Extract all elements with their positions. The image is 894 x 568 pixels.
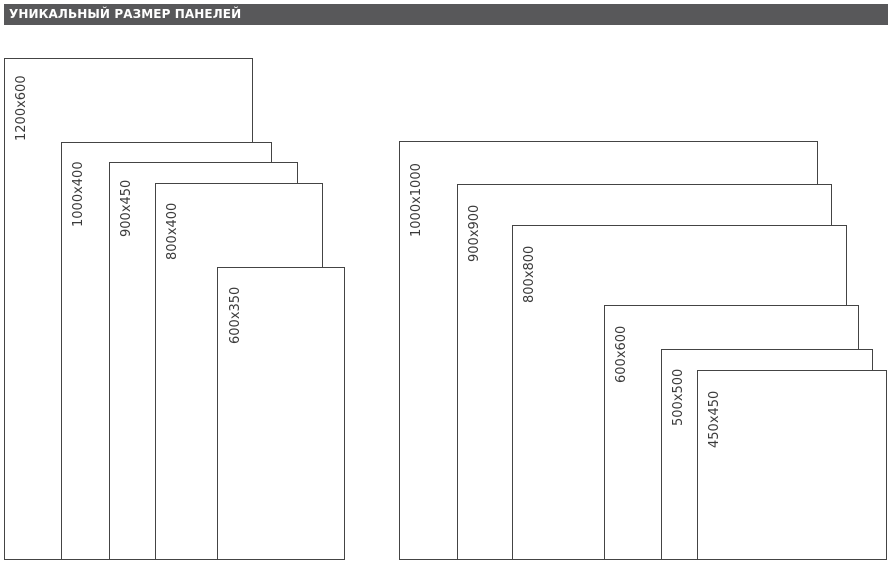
panel-450x450: 450x450 [697, 370, 887, 560]
panel-size-label: 900x900 [467, 204, 482, 262]
panel-size-label: 600x600 [614, 325, 629, 383]
panel-size-label: 800x800 [522, 245, 537, 303]
header-bar: УНИКАЛЬНЫЙ РАЗМЕР ПАНЕЛЕЙ [4, 4, 888, 25]
panel-size-label: 800x400 [165, 202, 180, 260]
panel-size-label: 600x350 [228, 286, 243, 344]
panel-size-label: 1000x400 [71, 161, 86, 227]
panel-size-label: 1000x1000 [409, 163, 424, 237]
panel-size-label: 1200x600 [14, 75, 29, 141]
panel-size-label: 900x450 [119, 179, 134, 237]
panel-size-label: 500x500 [671, 368, 686, 426]
page-title: УНИКАЛЬНЫЙ РАЗМЕР ПАНЕЛЕЙ [9, 7, 242, 21]
panel-600x350: 600x350 [217, 267, 345, 560]
panel-size-label: 450x450 [707, 390, 722, 448]
